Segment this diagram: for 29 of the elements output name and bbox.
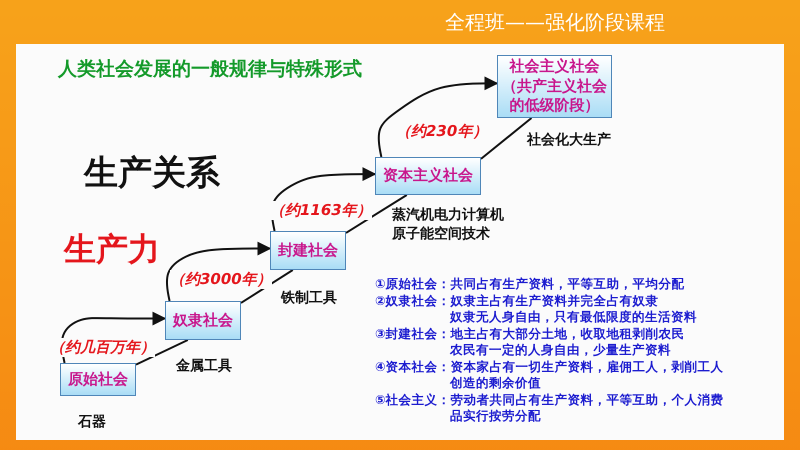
tool-label: 金属工具: [176, 357, 233, 376]
connector-line: [480, 117, 532, 160]
list-item: ④资本社会：资本家占有一切生产资料，雇佣工人，剥削工人创造的剩余价值: [375, 358, 725, 392]
list-item: 农民有一定的人身自由，少量生产资料: [450, 342, 672, 358]
connector-line: [136, 339, 188, 366]
connector-line: [240, 269, 294, 304]
axis-heading: 生产力: [64, 229, 160, 270]
list-item: ②奴隶社会：奴隶主占有生产资料并完全占有奴隶: [375, 292, 660, 309]
tool-label: 蒸汽机电力计算机原子能空间技术: [392, 206, 505, 244]
list-item: 奴隶无人身自由，只有最低限度的生活资料: [450, 309, 698, 326]
connector-line: [345, 194, 408, 234]
edge-label: （约1163年）: [270, 201, 372, 220]
stage-box: 封建社会: [270, 231, 346, 270]
tool-label: 铁制工具: [281, 289, 338, 308]
edge-label: （约3000年）: [170, 270, 272, 289]
tool-label: 社会化大生产: [527, 131, 612, 150]
curved-arrow: [378, 76, 498, 158]
list-item: ③封建社会：地主占有大部分土地，收取地租剥削农民: [375, 326, 686, 342]
stage-box: 奴隶社会: [165, 301, 241, 340]
stage-box: 原始社会: [60, 363, 136, 396]
axis-heading: 生产关系: [84, 152, 220, 195]
title: 人类社会发展的一般规律与特殊形式: [58, 57, 362, 82]
tool-label: 石器: [78, 413, 107, 432]
curved-arrow: [166, 242, 272, 302]
stage-box: 资本主义社会: [375, 157, 481, 195]
list-item: ⑤社会主义：劳动者共同占有生产资料，平等互助，个人消费品实行按劳分配: [375, 392, 725, 424]
stage-box: 社会主义社会（共产主义社会的低级阶段）: [497, 55, 612, 118]
list-item: ①原始社会：共同占有生产资料，平等互助，平均分配: [375, 276, 686, 292]
header-text: 全程班——强化阶段课程: [445, 9, 665, 36]
